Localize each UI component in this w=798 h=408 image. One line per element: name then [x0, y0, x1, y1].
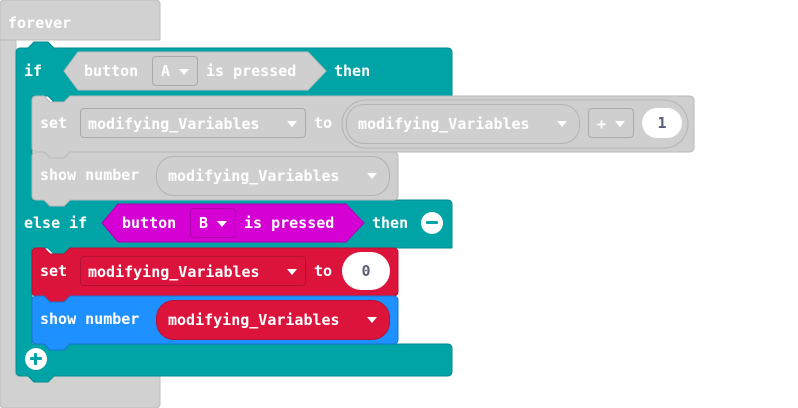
- chevron-down-icon: [557, 121, 567, 127]
- operator-dropdown[interactable]: +: [588, 108, 634, 138]
- operand-number-input[interactable]: 1: [642, 108, 682, 138]
- condition-b-prefix: button: [122, 214, 177, 232]
- set-2-to-label: to: [314, 262, 333, 280]
- set-1-to-label: to: [314, 114, 333, 132]
- set-1-variable-dropdown[interactable]: modifying_Variables: [80, 108, 306, 138]
- button-a-value: A: [161, 62, 171, 80]
- condition-a-suffix: is pressed: [206, 62, 297, 80]
- show-1-variable-reporter[interactable]: modifying_Variables: [156, 156, 390, 196]
- set-1-variable: modifying_Variables: [88, 115, 260, 133]
- chevron-down-icon: [615, 121, 625, 127]
- chevron-down-icon: [287, 121, 297, 127]
- button-b-dropdown[interactable]: B: [190, 208, 236, 238]
- set-2-label: set: [40, 262, 68, 280]
- remove-branch-icon[interactable]: [421, 212, 443, 234]
- operand-variable: modifying_Variables: [358, 115, 530, 133]
- then-label: then: [334, 62, 371, 80]
- show-1-variable: modifying_Variables: [168, 167, 340, 185]
- forever-block-shape: [0, 0, 161, 41]
- set-2-value-input[interactable]: 0: [342, 252, 390, 290]
- forever-label: forever: [8, 14, 72, 32]
- add-branch-icon[interactable]: [25, 348, 47, 370]
- condition-b-suffix: is pressed: [244, 214, 335, 232]
- button-b-value: B: [199, 214, 209, 232]
- show-2-label: show number: [40, 310, 140, 328]
- condition-a-prefix: button: [84, 62, 139, 80]
- show-1-label: show number: [40, 166, 140, 184]
- chevron-down-icon: [179, 69, 189, 75]
- set-2-variable-dropdown[interactable]: modifying_Variables: [80, 256, 306, 286]
- button-a-dropdown[interactable]: A: [152, 56, 198, 86]
- then-2-label: then: [372, 214, 409, 232]
- operand-variable-reporter[interactable]: modifying_Variables: [346, 104, 580, 144]
- else-if-label: else if: [24, 214, 88, 232]
- show-2-variable-reporter[interactable]: modifying_Variables: [156, 300, 390, 340]
- chevron-down-icon: [287, 269, 297, 275]
- if-label: if: [24, 62, 43, 80]
- chevron-down-icon: [367, 173, 377, 179]
- operator-value: +: [597, 115, 607, 133]
- chevron-down-icon: [217, 221, 227, 227]
- set-2-variable: modifying_Variables: [88, 263, 260, 281]
- show-2-variable: modifying_Variables: [168, 311, 340, 329]
- chevron-down-icon: [367, 317, 377, 323]
- set-1-label: set: [40, 114, 68, 132]
